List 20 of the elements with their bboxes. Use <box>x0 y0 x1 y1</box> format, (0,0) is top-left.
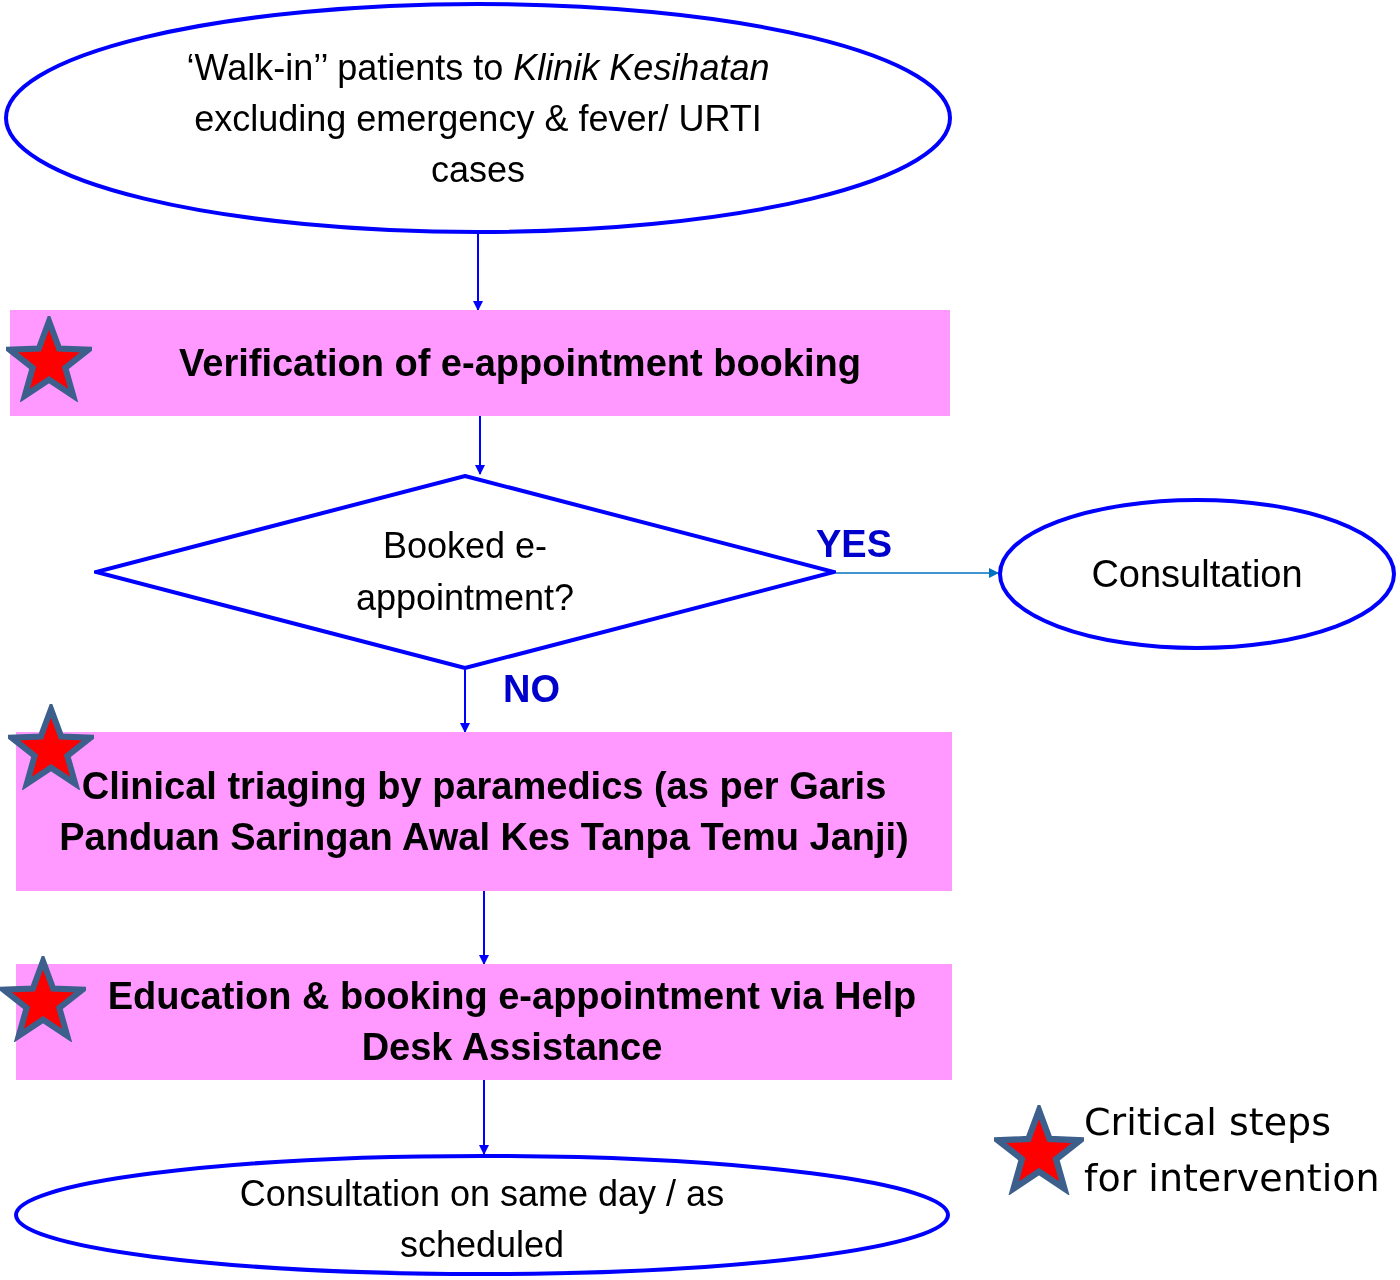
terminal-ellipse <box>14 1154 950 1276</box>
arrow <box>475 415 485 475</box>
process-box <box>16 732 952 891</box>
arrow <box>479 1079 489 1155</box>
terminal-ellipse <box>4 2 952 234</box>
arrow <box>460 669 470 733</box>
node-text: Education & booking e-appointment via Help Desk Assistance <box>106 974 918 1070</box>
node-text: Booked e-appointment? <box>354 524 576 620</box>
legend-text: Critical steps for intervention <box>1084 1099 1381 1202</box>
node-text: Consultation on same day / as scheduled <box>238 1172 726 1267</box>
arrow <box>479 890 489 965</box>
arrow <box>473 233 483 311</box>
node-text: ‘Walk-in’’ patients to Klinik Kesihatan excluding emergency & fever/ URTI cases <box>185 45 771 192</box>
node-text: Clinical triaging by paramedics (as per Garis Panduan Saringan Awal Kes Tanpa Temu Janji) <box>58 763 910 860</box>
process-box <box>10 310 950 416</box>
arrow <box>835 568 999 578</box>
process-box <box>16 964 952 1080</box>
terminal-ellipse <box>998 498 1396 650</box>
node-text: Consultation <box>1091 551 1303 597</box>
node-text: Verification of e-appointment booking <box>179 341 861 386</box>
